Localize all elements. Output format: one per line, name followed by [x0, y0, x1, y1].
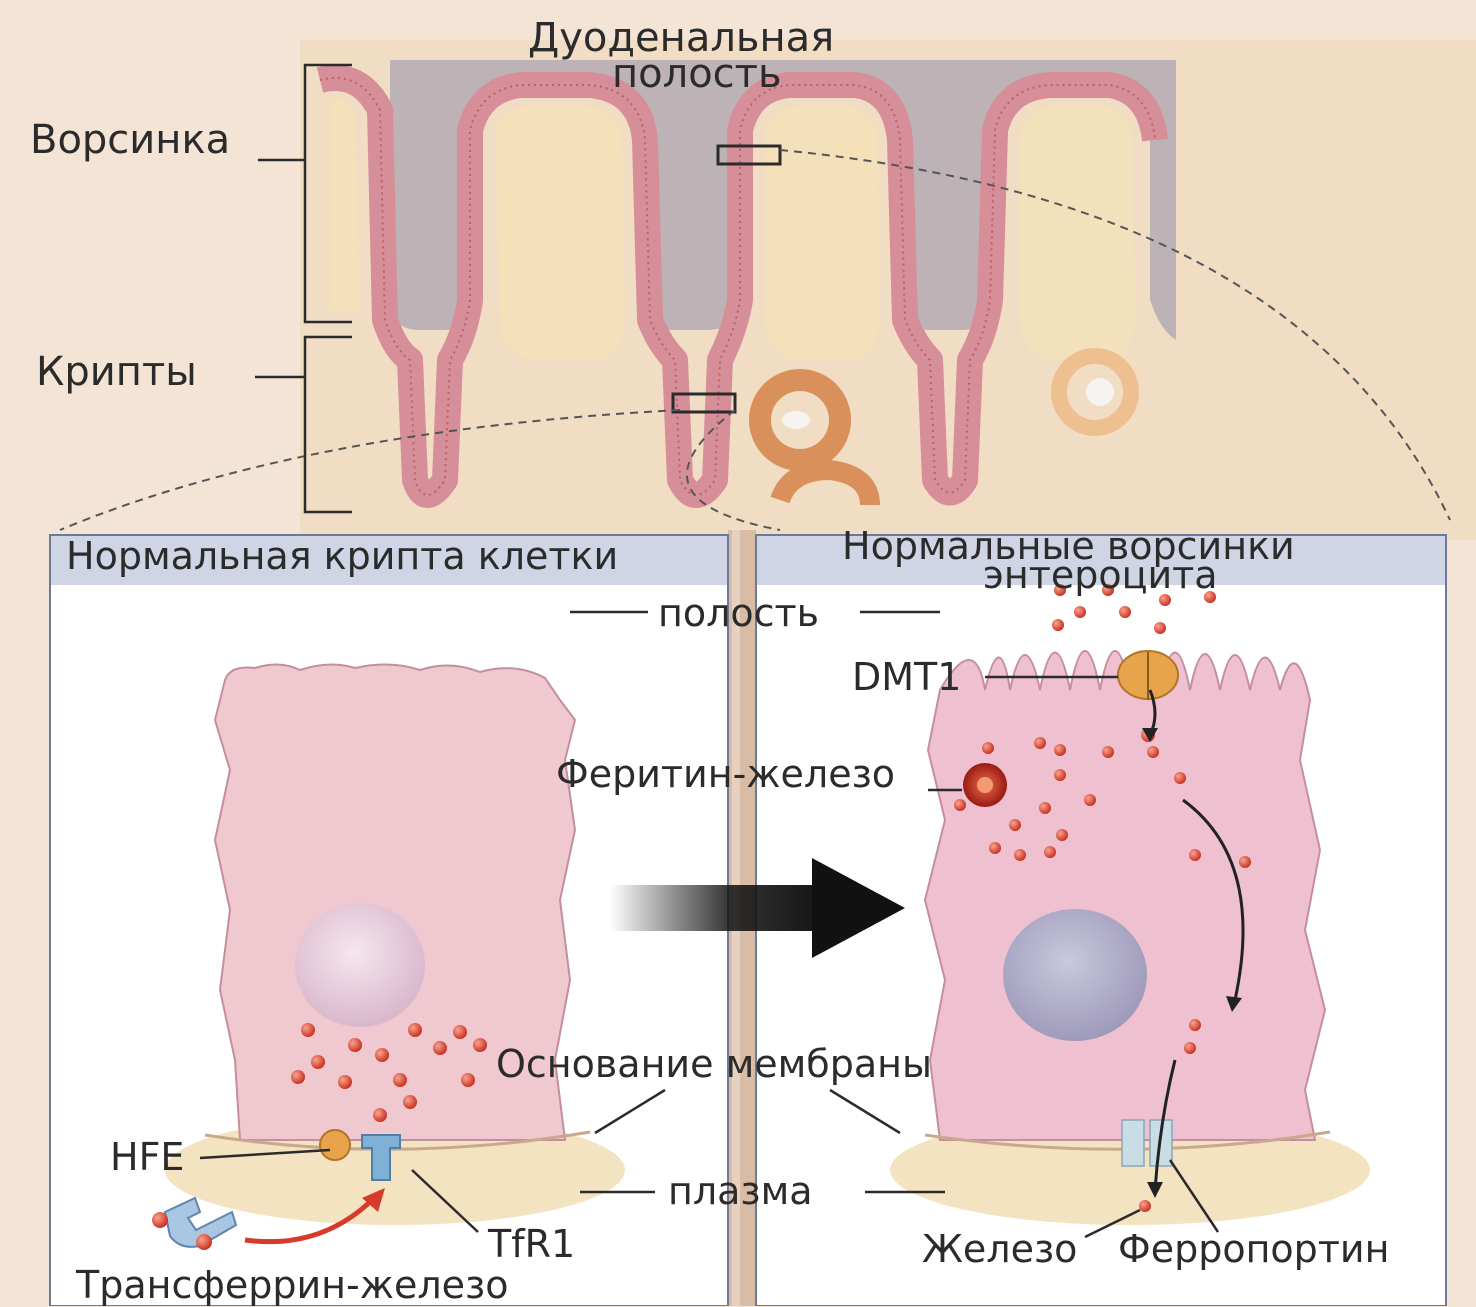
- ferritin-iron-label: Феритин-железо: [556, 755, 895, 793]
- tfr1-label: TfR1: [488, 1225, 575, 1263]
- crypt-panel-title: Нормальная крипта клетки: [66, 537, 618, 575]
- plasma-label: плазма: [668, 1172, 813, 1210]
- dmt1-label: DMT1: [852, 658, 961, 696]
- crypts-label: Крипты: [36, 352, 197, 392]
- basement-membrane-label: Основание мембраны: [496, 1045, 932, 1083]
- transferrin-iron-label: Трансферрин-железо: [76, 1266, 508, 1304]
- lumen-title-line2: полость: [612, 54, 782, 94]
- enterocyte-cell: [925, 651, 1325, 1140]
- enterocyte-panel-title-line2: энтероцита: [983, 556, 1218, 594]
- ferroportin-label: Ферропортин: [1118, 1230, 1389, 1268]
- enterocyte-nucleus: [1003, 909, 1147, 1041]
- crypt-nucleus: [295, 903, 425, 1027]
- iron-label: Железо: [922, 1230, 1077, 1268]
- villus-label: Ворсинка: [30, 120, 230, 160]
- intestinal-wall-illustration: [60, 40, 1476, 540]
- hfe-protein: [320, 1130, 350, 1160]
- hfe-label: HFE: [110, 1138, 184, 1176]
- lumen-label: полость: [658, 594, 819, 632]
